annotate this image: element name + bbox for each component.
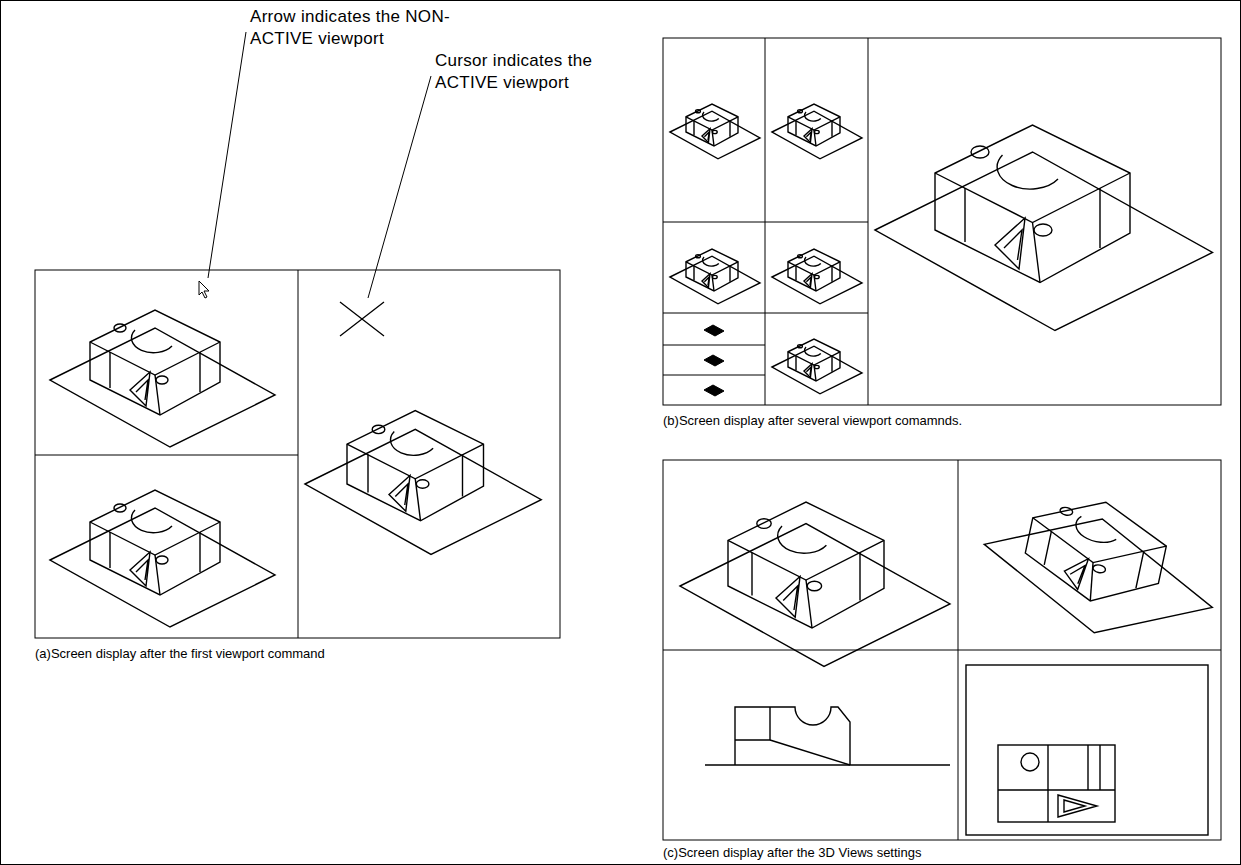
callout-label: Cursor indicates the ACTIVE viewport	[435, 50, 645, 94]
panel-caption: (c)Screen display after the 3D Views set…	[663, 845, 921, 862]
panel-caption: (b)Screen display after several viewport…	[663, 413, 962, 430]
panel-caption: (a)Screen display after the first viewpo…	[35, 646, 325, 663]
callout-label: Arrow indicates the NON-ACTIVE viewport	[250, 6, 455, 50]
